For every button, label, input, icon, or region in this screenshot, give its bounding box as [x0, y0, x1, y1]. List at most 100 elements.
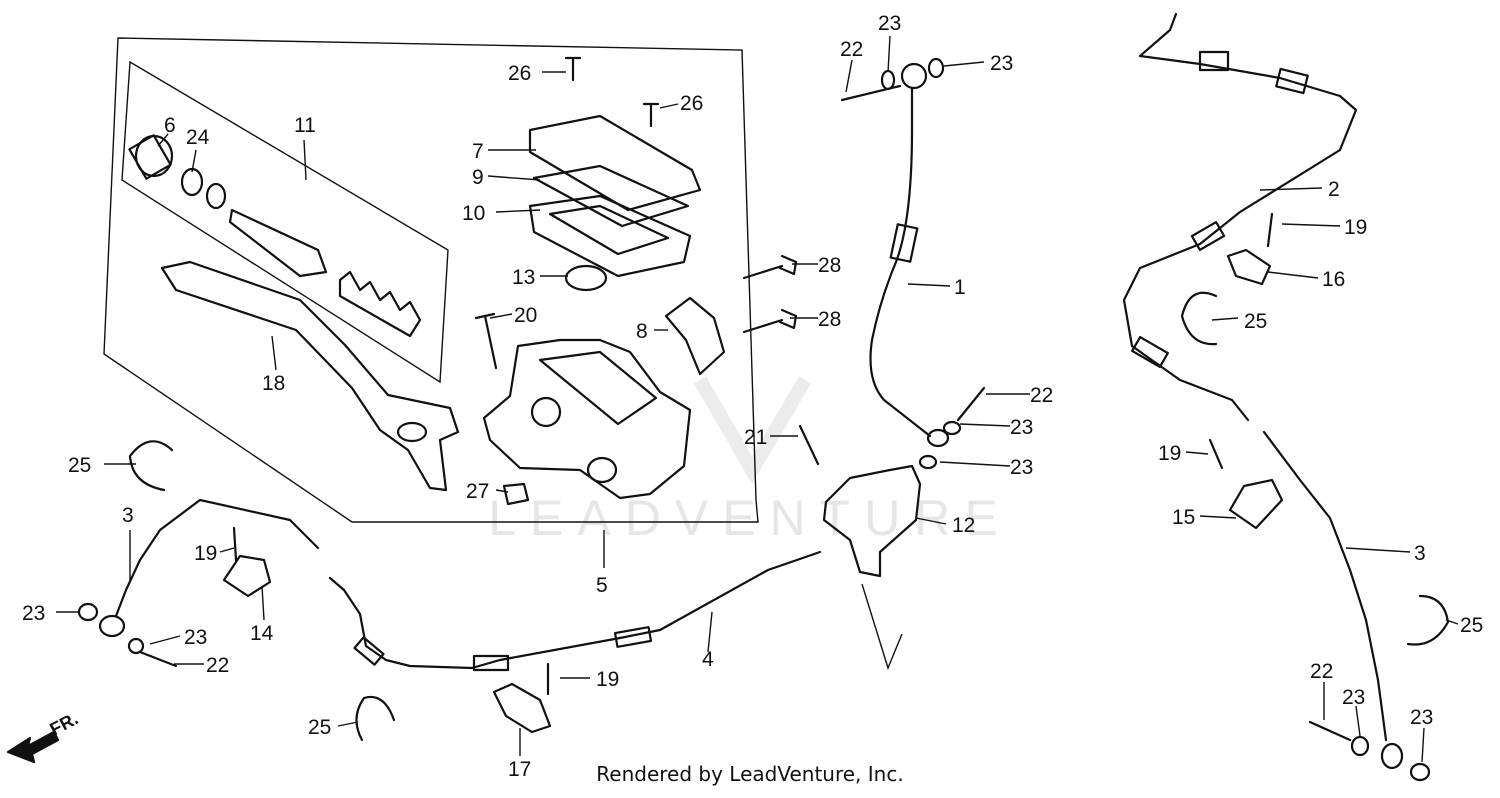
callout-22c: 22 [1310, 660, 1333, 683]
part-23-washer-left-a [77, 602, 99, 622]
callout-19a: 19 [1344, 216, 1367, 239]
part-23-washer-right-a [1350, 735, 1370, 757]
part-24-ring [180, 167, 204, 197]
part-23-washer-top-a [880, 69, 896, 91]
part-spring [338, 270, 422, 338]
callout-9: 9 [472, 166, 484, 189]
master-cylinder-outlet [586, 456, 618, 484]
callout-13: 13 [512, 266, 535, 289]
hose-1-line [869, 86, 932, 438]
part-27-nut [502, 482, 530, 506]
callout-11: 11 [294, 114, 316, 137]
callout-1: 1 [954, 276, 966, 299]
part-13-float [564, 264, 608, 292]
callout-23e: 23 [1342, 686, 1365, 709]
callout-26b: 26 [680, 92, 703, 115]
part-28-bolt-a [742, 254, 798, 280]
callout-25c: 25 [68, 454, 91, 477]
callout-23c: 23 [1010, 416, 1033, 439]
callout-12: 12 [952, 514, 975, 537]
part-20-pin [474, 312, 498, 370]
callout-20: 20 [514, 304, 537, 327]
part-7-cap [528, 114, 702, 212]
callout-22d: 22 [206, 654, 229, 677]
callout-10: 10 [462, 202, 485, 225]
hose-1 [798, 57, 986, 470]
pipe-2-sleeve-d [1131, 335, 1169, 369]
callout-25d: 25 [308, 716, 331, 739]
part-28-bolt-b [742, 308, 798, 334]
part-14-clamp [222, 554, 272, 598]
part-22-bolt-right [1308, 720, 1352, 742]
watermark-logo [693, 376, 812, 484]
part-23-washer-low [918, 454, 938, 470]
callout-23a: 23 [878, 12, 901, 35]
part-18-lever [160, 260, 460, 492]
front-arrow-icon [6, 730, 60, 764]
part-10-diaphragm-inner [548, 204, 670, 256]
watermark: LEADVENTURE [488, 490, 1012, 546]
callout-21: 21 [744, 426, 767, 449]
callout-5: 5 [596, 574, 608, 597]
callout-23d: 23 [1010, 456, 1033, 479]
callout-17: 17 [508, 758, 531, 781]
callout-25b: 25 [1460, 614, 1483, 637]
callout-23b: 23 [990, 52, 1013, 75]
hose-1-sleeve [889, 223, 919, 263]
callouts: 26 26 11 6 24 7 9 10 13 20 8 18 27 5 28 … [22, 12, 1483, 781]
callout-16: 16 [1322, 268, 1345, 291]
part-26-screw-b [642, 102, 660, 128]
part-23-washer-mid [942, 420, 962, 436]
callout-19d: 19 [596, 668, 619, 691]
part-25-clip-left [128, 440, 174, 492]
callout-26a: 26 [508, 62, 531, 85]
group-11-outline [121, 60, 449, 384]
callout-27: 27 [466, 480, 489, 503]
callout-2: 2 [1328, 178, 1340, 201]
part-23-washer-right-b [1409, 762, 1431, 782]
part-19-bolt-right-b [1208, 438, 1224, 470]
callout-25a: 25 [1244, 310, 1267, 333]
callout-19c: 19 [194, 542, 217, 565]
part-piston [228, 208, 328, 278]
part-10-diaphragm [528, 194, 692, 278]
part-12-arrow [861, 583, 903, 671]
pipe-2-sleeve-c [1190, 220, 1226, 252]
hose-3-right [1262, 430, 1388, 742]
front-direction-arrow: FR. [6, 708, 81, 764]
pipe-2-sleeve-a [1198, 50, 1230, 72]
callout-14: 14 [250, 622, 274, 645]
part-12-joint [822, 464, 922, 578]
master-cylinder-body [482, 338, 692, 500]
master-cylinder-port [530, 396, 562, 428]
callout-3a: 3 [1414, 542, 1426, 565]
callout-24: 24 [186, 126, 210, 149]
hose-3-left-banjo [98, 614, 126, 638]
part-17-clamp [492, 682, 552, 734]
callout-3b: 3 [122, 504, 134, 527]
part-26-screw-a [564, 56, 582, 82]
part-16-clamp [1226, 248, 1272, 286]
callout-19b: 19 [1158, 442, 1181, 465]
callout-22a: 22 [840, 38, 863, 61]
part-21-bolt [798, 424, 820, 466]
pipe-2 [1122, 12, 1358, 422]
callout-18: 18 [262, 372, 285, 395]
callout-28b: 28 [818, 308, 841, 331]
callout-8: 8 [636, 320, 648, 343]
hose-3-right-banjo [1380, 742, 1404, 770]
master-cylinder-reservoir [538, 350, 658, 426]
pipe-4 [328, 550, 822, 670]
part-23-washer-left-b [127, 637, 145, 655]
callout-7: 7 [472, 140, 484, 163]
footer-credit: Rendered by LeadVenture, Inc. [596, 762, 904, 786]
hose-3-left [114, 498, 320, 618]
callout-23g: 23 [22, 602, 45, 625]
pipe-4-sleeve-c [353, 636, 385, 666]
part-19-bolt-left [232, 526, 238, 562]
part-22-bolt-left [138, 650, 178, 668]
callout-6: 6 [164, 114, 176, 137]
pipe-2-sleeve-b [1275, 67, 1309, 95]
part-23-washer-top-b [927, 57, 945, 79]
